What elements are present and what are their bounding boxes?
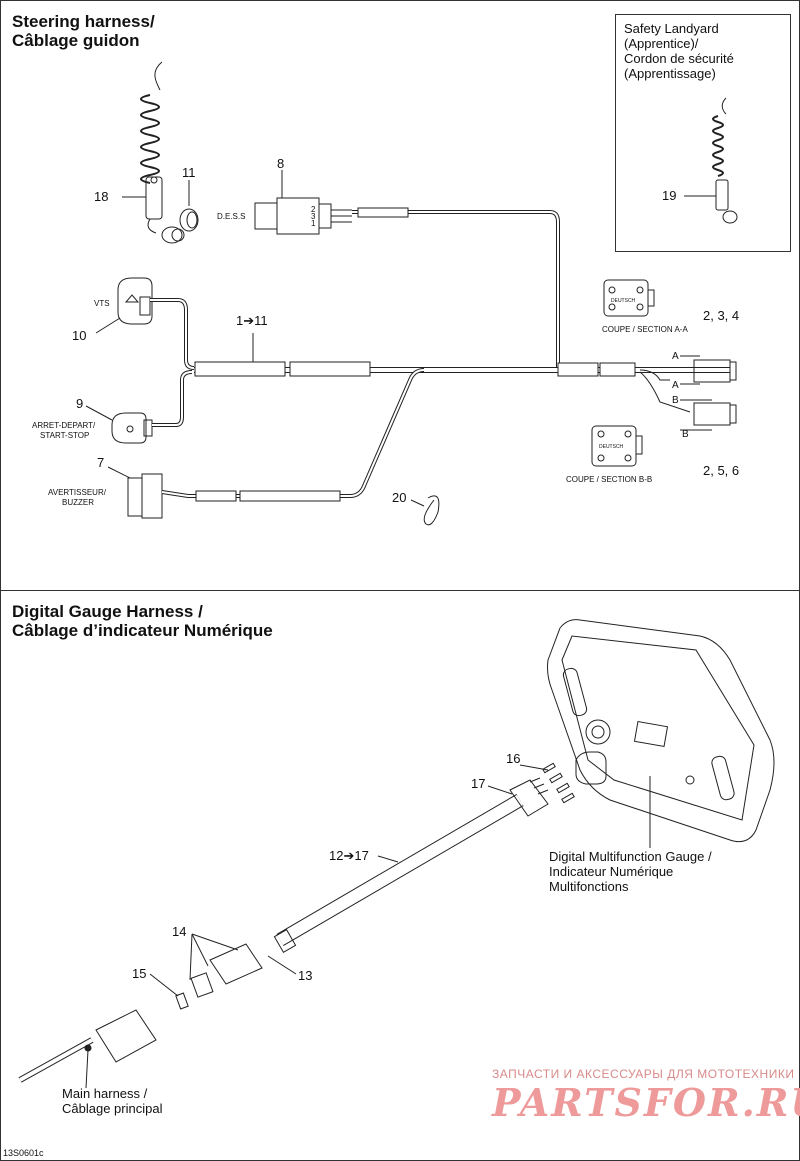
- part-13-label: 13: [298, 968, 313, 983]
- main-harness-caption: Main harness / Câblage principal: [62, 1086, 162, 1116]
- part-17-label: 17: [471, 776, 486, 791]
- digital-gauge-harness-title: Digital Gauge Harness / Câblage d’indica…: [12, 602, 273, 640]
- part-8-label: 8: [277, 156, 285, 171]
- gauge-title-line1: Digital Gauge Harness /: [12, 602, 203, 621]
- deutsch-b-label: DEUTSCH: [599, 444, 624, 450]
- steering-title-line2: Câblage guidon: [12, 31, 140, 50]
- section-a-drawing: [603, 279, 655, 317]
- connector-17-drawing: [509, 777, 549, 817]
- gauge-caption-line3: Multifonctions: [549, 879, 629, 894]
- part-9-label: 9: [76, 396, 84, 411]
- connector-b-drawing: [693, 402, 731, 426]
- part-range-1-11: 1➔11: [236, 313, 268, 328]
- digital-gauge-drawing: [547, 619, 775, 843]
- tie-20-drawing: [423, 495, 440, 526]
- dess-pin-1: 1: [311, 219, 316, 228]
- main-harness-line1: Main harness /: [62, 1086, 148, 1101]
- figure-id: 13S0601c: [3, 1148, 44, 1158]
- dess-label: D.E.S.S: [217, 212, 246, 221]
- section-b-label: COUPE / SECTION B-B: [566, 475, 653, 484]
- lanyard-19-drawing: [712, 97, 738, 224]
- inset-line3: Cordon de sécurité: [624, 51, 734, 66]
- inset-line2: (Apprentice)/: [624, 36, 699, 51]
- part-14-label: 14: [172, 924, 187, 939]
- part-19-label: 19: [662, 188, 677, 203]
- main-harness-line2: Câblage principal: [62, 1101, 163, 1116]
- section-a-label: COUPE / SECTION A-A: [602, 325, 688, 334]
- part-20-label: 20: [392, 490, 407, 505]
- gauge-caption-line1: Digital Multifunction Gauge /: [549, 849, 712, 864]
- part-7-label: 7: [97, 455, 105, 470]
- start-stop-drawing: [111, 412, 153, 444]
- safety-lanyard-inset: [615, 14, 791, 252]
- gauge-title-line2: Câblage d’indicateur Numérique: [12, 621, 273, 640]
- vts-label: VTS: [94, 299, 110, 308]
- buzzer-drawing: [127, 473, 163, 519]
- dess-pin-2: 2: [311, 205, 316, 214]
- main-harness-drawing: [18, 1009, 157, 1083]
- steering-harness-title: Steering harness/ Câblage guidon: [12, 12, 155, 50]
- part-10-label: 10: [72, 328, 87, 343]
- arrow-a-top: A: [672, 351, 679, 362]
- connector-14-drawing: [175, 929, 297, 1010]
- arrow-b-bottom: B: [682, 429, 689, 440]
- lanyard-18-drawing: [140, 61, 185, 244]
- ring-11-drawing: [179, 208, 199, 232]
- buzzer-label-line2: BUZZER: [62, 498, 94, 507]
- part-range-12-17: 12➔17: [329, 848, 369, 863]
- watermark-tagline: ЗАПЧАСТИ И АКСЕССУАРЫ ДЛЯ МОТОТЕХНИКИ: [492, 1067, 795, 1081]
- pins-16-drawing: [542, 762, 575, 804]
- part-16-label: 16: [506, 751, 521, 766]
- part-15-label: 15: [132, 966, 147, 981]
- buzzer-label-line1: AVERTISSEUR/: [48, 488, 106, 497]
- part-11-label: 11: [182, 165, 196, 180]
- inset-caption: Safety Landyard (Apprentice)/ Cordon de …: [624, 21, 734, 81]
- arrow-b-top: B: [672, 395, 679, 406]
- inset-line1: Safety Landyard: [624, 21, 719, 36]
- part-2-5-6-label: 2, 5, 6: [703, 463, 740, 478]
- dess-connector-drawing: [254, 197, 352, 235]
- gauge-caption-line2: Indicateur Numérique: [549, 864, 674, 879]
- arrow-a-bottom: A: [672, 380, 679, 391]
- watermark-logo: PARTSFOR.RU: [492, 1080, 800, 1125]
- dess-pin-3: 3: [311, 212, 316, 221]
- gauge-caption: Digital Multifunction Gauge / Indicateur…: [549, 849, 712, 894]
- section-b-drawing: [591, 425, 643, 467]
- inset-line4: (Apprentissage): [624, 66, 716, 81]
- part-18-label: 18: [94, 189, 109, 204]
- deutsch-a-label: DEUTSCH: [611, 298, 636, 304]
- start-stop-label-line1: ARRET-DEPART/: [32, 421, 96, 430]
- vts-switch-drawing: [117, 277, 153, 325]
- steering-title-line1: Steering harness/: [12, 12, 155, 31]
- part-2-3-4-label: 2, 3, 4: [703, 308, 740, 323]
- section-divider: [0, 590, 800, 591]
- start-stop-label-line2: START-STOP: [40, 431, 90, 440]
